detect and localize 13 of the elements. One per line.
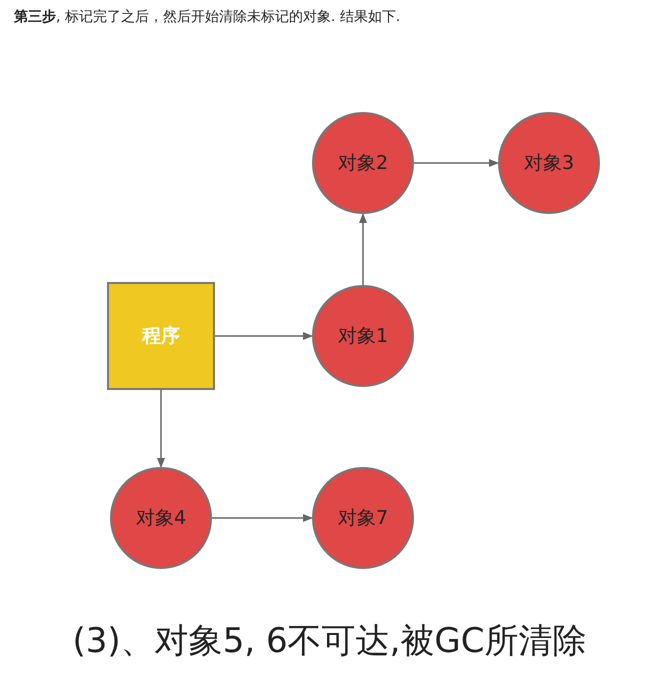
object-circle: 对象1 — [312, 285, 414, 387]
arrow — [359, 213, 367, 285]
caption: (3)、对象5, 6不可达,被GC所清除 — [72, 620, 588, 663]
arrow — [215, 332, 313, 340]
object-circle: 对象4 — [110, 467, 212, 569]
heading: 第三步, 标记完了之后，然后开始清除未标记的对象. 结果如下. — [14, 8, 400, 26]
object-circle: 对象2 — [312, 112, 414, 214]
arrow — [414, 159, 499, 167]
arrow — [212, 514, 313, 522]
program-box: 程序 — [107, 282, 215, 390]
object-circle: 对象7 — [312, 467, 414, 569]
arrow — [157, 390, 165, 468]
object-circle: 对象3 — [498, 112, 600, 214]
